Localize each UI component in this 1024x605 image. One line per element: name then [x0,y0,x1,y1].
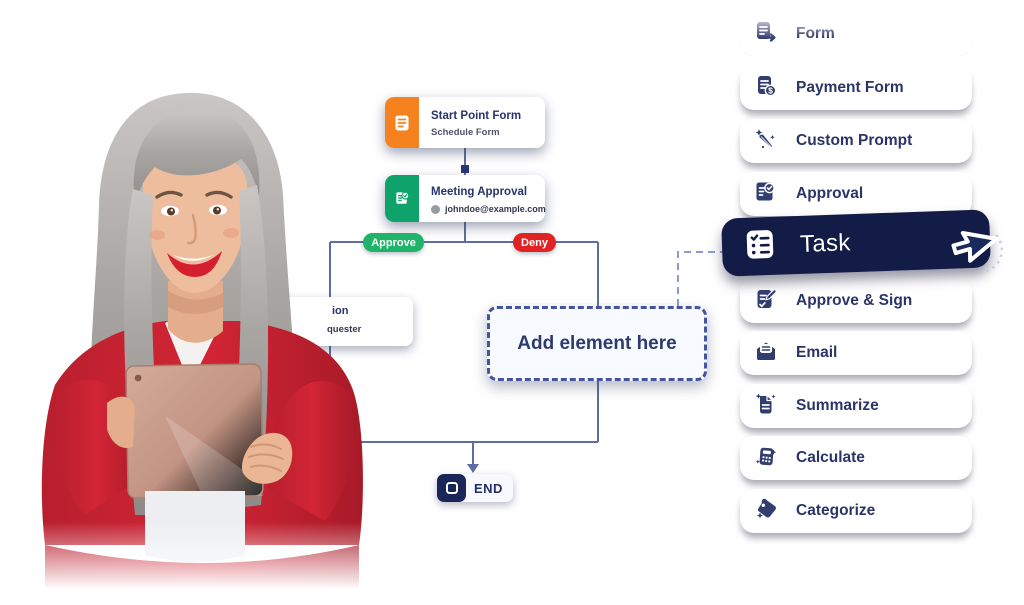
stop-square-icon [437,474,466,502]
sidebar-item-email[interactable]: Email [740,331,972,375]
sidebar-item-label: Task [799,229,852,258]
sidebar-item-label: Custom Prompt [796,132,913,149]
assignee: johndoe@example.com [431,204,546,214]
node-subtitle: Schedule Form [431,127,500,139]
flow-node-end[interactable]: END [437,474,513,502]
partial-node-subtitle-fragment: quester [327,324,362,335]
sidebar-item-approval[interactable]: Approval [740,172,972,216]
end-label: END [474,480,503,496]
sidebar-item-custom-prompt[interactable]: Custom Prompt [740,119,972,163]
categorize-icon [753,496,779,527]
sidebar-item-label: Form [796,25,835,42]
sidebar-item-payment-form[interactable]: $ Payment Form [740,66,972,110]
svg-text:$: $ [768,85,773,95]
sidebar-item-summarize[interactable]: Summarize [740,384,972,428]
sidebar-item-approve-and-sign[interactable]: Approve & Sign [740,279,972,323]
form-export-icon [753,19,779,50]
sidebar-item-task-selected[interactable]: Task [721,209,991,277]
summarize-icon [753,391,779,422]
approval-icon [753,179,779,210]
sidebar-item-label: Approval [796,185,864,202]
sidebar-item-label: Payment Form [796,79,904,96]
arrowhead-to-end [467,464,479,473]
add-element-label: Add element here [517,332,677,354]
node-title: Meeting Approval [431,185,528,198]
magic-pen-icon [753,126,779,157]
email-icon [753,338,779,369]
sidebar-item-label: Summarize [796,397,879,414]
sidebar-item-label: Approve & Sign [796,292,913,309]
approval-check-icon [385,175,419,222]
partial-node-title-fragment: ion [332,305,349,317]
sidebar-item-label: Categorize [796,502,876,519]
payment-form-icon: $ [753,73,779,104]
approve-sign-icon [753,286,779,317]
dashed-drop-connector [677,251,737,306]
mouse-cursor-icon [951,230,1004,273]
deny-branch-badge: Deny [513,233,556,252]
form-icon [385,97,419,148]
sidebar-item-categorize[interactable]: Categorize [740,489,972,533]
sidebar-item-form[interactable]: Form [740,12,972,56]
add-element-dropzone[interactable]: Add element here [487,306,707,381]
avatar [431,204,440,214]
sidebar-item-calculate[interactable]: Calculate [740,436,972,480]
sidebar-item-label: Email [796,344,838,361]
sidebar-item-label: Calculate [796,449,865,466]
task-checklist-icon [741,225,778,267]
junction-dot [461,165,469,173]
flow-node-meeting-approval[interactable]: Meeting Approval johndoe@example.com [385,175,546,222]
flow-node-partially-hidden[interactable]: ion quester [253,297,413,346]
assignee-email: johndoe@example.com [445,204,546,215]
flow-node-start-point-form[interactable]: Start Point Form Schedule Form [385,97,545,148]
node-title: Start Point Form [431,109,522,122]
calculate-icon [753,443,779,474]
approve-branch-badge: Approve [363,233,424,252]
